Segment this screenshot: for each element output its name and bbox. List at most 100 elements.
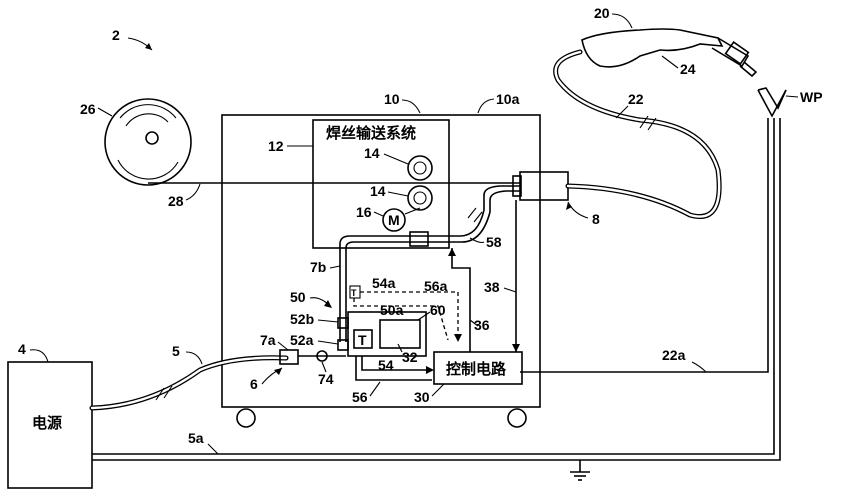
sensor-32-leader [397, 343, 403, 353]
cable-58-break [467, 207, 483, 223]
line-38-leader [503, 287, 517, 293]
line-36-leader [469, 319, 479, 327]
feeder-label: 10 [384, 91, 400, 107]
ground-cable-5a-outer [92, 118, 781, 461]
line-54a-arrowhead [454, 334, 462, 342]
sensor-t-small-symbol: T [351, 288, 357, 298]
line-36-label: 36 [474, 317, 490, 333]
ground-cable-5a-leader [207, 443, 219, 455]
cable-7b-label: 7b [310, 259, 326, 275]
assembly-body [347, 311, 427, 357]
sensor-t-symbol: T [358, 332, 367, 348]
terminal-52a-label: 52a [290, 332, 314, 348]
cable-58-leader [469, 237, 485, 244]
connector-label: 6 [250, 376, 258, 392]
wire-feed-system-label: 12 [268, 138, 284, 154]
wire-label: 28 [168, 193, 184, 209]
assembly-a-label: 50a [380, 302, 404, 318]
ground-cable-5a-label: 5a [188, 430, 204, 446]
drive-roller-lower [407, 185, 433, 211]
line-56-label: 56 [352, 389, 368, 405]
assembly-label: 50 [290, 289, 306, 305]
connector-arrowhead [274, 368, 282, 375]
line-56a [353, 298, 449, 341]
figure-number: 2 [112, 27, 120, 43]
cable-7b [339, 235, 410, 342]
cable-58-label: 58 [486, 234, 502, 250]
ground-cable-22a [520, 118, 769, 373]
device-60-leader [417, 311, 431, 321]
ground-cable-5a [92, 378, 775, 455]
sensor-t-box [353, 329, 373, 349]
motor-linkage [404, 207, 421, 215]
torch-cable-leader [615, 105, 629, 119]
device-60-label: 60 [430, 302, 446, 318]
terminal-52a-leader [317, 340, 339, 345]
power-cable-leader [185, 351, 203, 365]
cable-58-connector [409, 231, 429, 247]
line-54-arrowhead [426, 366, 434, 374]
line-54a-label: 54a [372, 275, 396, 291]
line-56 [355, 356, 432, 381]
workpiece-leader [785, 95, 799, 98]
feeder-housing-leader [477, 98, 495, 114]
terminal-52b-label: 52b [290, 311, 314, 327]
terminal-52b [337, 317, 349, 329]
feeder-wheel-right [507, 408, 527, 428]
control-circuit-leader [431, 383, 445, 397]
power-cable-label: 5 [172, 343, 180, 359]
cable-58-bottom [410, 190, 520, 243]
sensor-32-label: 32 [402, 349, 418, 365]
motor-symbol: M [388, 212, 400, 228]
wire-leader [185, 183, 201, 201]
torch-leader [611, 13, 633, 29]
connector-post [316, 350, 328, 362]
power-source-leader [29, 349, 49, 363]
workpiece [757, 89, 787, 118]
interface-block [519, 171, 569, 201]
spool-leader [97, 107, 113, 117]
power-cable-inner [90, 356, 288, 410]
motor-label: 16 [356, 204, 372, 220]
line-38-label: 38 [484, 279, 500, 295]
spool-label: 26 [80, 101, 96, 117]
motor-leader [373, 211, 384, 217]
motor [382, 208, 406, 232]
workpiece-edge [757, 87, 787, 110]
feeder-wheel-left [236, 408, 256, 428]
line-56a-label: 56a [424, 278, 448, 294]
cable-7b-outer [345, 241, 410, 342]
feeder-leader [401, 99, 421, 114]
torch-label: 20 [594, 5, 610, 21]
post-74-label: 74 [318, 371, 334, 387]
interface-collar [512, 175, 522, 197]
interface-arrowhead [566, 202, 572, 210]
power-source-label: 4 [18, 341, 26, 357]
roller-upper-leader [383, 153, 409, 165]
power-source-text: 电源 [32, 414, 62, 432]
connector-a-leader [277, 341, 289, 351]
line-36 [451, 248, 471, 352]
figure-arrowhead [145, 43, 152, 50]
device-60 [379, 319, 421, 349]
torch-cable-inner [554, 50, 721, 218]
interface-label: 8 [592, 211, 600, 227]
line-54a [360, 291, 459, 340]
connector-7a [279, 349, 299, 365]
terminal-52a [337, 339, 349, 351]
roller-lower-label: 14 [370, 183, 386, 199]
power-cable-break [155, 385, 173, 401]
torch-cable-break [639, 115, 657, 131]
control-circuit-text: 控制电路 [446, 360, 507, 378]
wire-feed-system-box [312, 119, 450, 249]
connector-a-label: 7a [260, 332, 276, 348]
roller-upper-label: 14 [364, 145, 380, 161]
control-circuit-box [433, 351, 523, 385]
wire-spool [104, 98, 192, 186]
line-36-arrowhead [448, 248, 456, 256]
torch-cable-label: 22 [628, 91, 644, 107]
power-source-box [7, 361, 93, 489]
interface-leader [567, 201, 589, 219]
cable-7b-leader [329, 265, 341, 269]
welding-torch [581, 28, 758, 78]
